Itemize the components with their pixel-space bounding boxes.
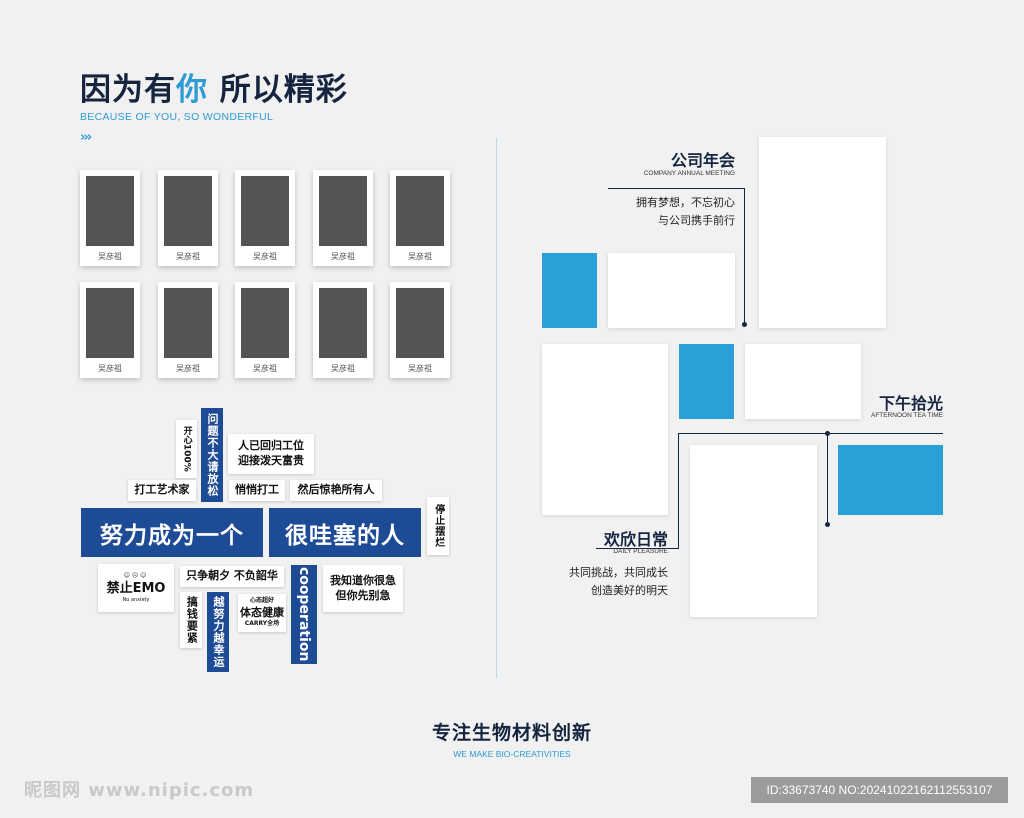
connector-line xyxy=(596,548,679,549)
connector-line xyxy=(744,188,745,324)
slogan-nuli: 努力成为一个 xyxy=(81,508,263,557)
photo-frame[interactable]: 吴彦祖 xyxy=(80,282,140,378)
photo-caption: 吴彦祖 xyxy=(408,364,432,373)
section-subtitle-daily: DAILY PLEASURE xyxy=(613,548,668,555)
photo-frame[interactable]: 吴彦祖 xyxy=(313,282,373,378)
photo-frame[interactable]: 吴彦祖 xyxy=(158,282,218,378)
photo-box-annual[interactable] xyxy=(759,137,886,328)
photo-placeholder xyxy=(86,176,134,246)
slogan-wenti: 问题不大请放松 xyxy=(201,408,223,502)
photo-placeholder xyxy=(396,288,444,358)
section-text-annual: 拥有梦想，不忘初心与公司携手前行 xyxy=(636,196,735,228)
blue-block xyxy=(542,253,597,328)
photo-frame[interactable]: 吴彦祖 xyxy=(313,170,373,266)
section-title-daily: 欢欣日常 xyxy=(603,530,668,549)
connector-line xyxy=(827,433,828,525)
section-text-daily: 共同挑战，共同成长创造美好的明天 xyxy=(569,566,668,598)
photo-caption: 吴彦祖 xyxy=(253,364,277,373)
photo-caption: 吴彦祖 xyxy=(98,364,122,373)
photo-box[interactable] xyxy=(608,253,735,328)
slogan-zhuanqian: 搞钱要紧 xyxy=(180,592,202,648)
photo-frame[interactable]: 吴彦祖 xyxy=(235,170,295,266)
photo-placeholder xyxy=(86,288,134,358)
connector-line xyxy=(608,188,744,189)
photo-box-tea[interactable] xyxy=(745,344,861,419)
emoji-row-icon: ☺☹☺ xyxy=(123,571,149,579)
photo-box-daily[interactable] xyxy=(690,445,817,617)
title-highlight: 你 xyxy=(176,72,208,108)
section-title-tea: 下午拾光 xyxy=(878,394,943,413)
slogan-cooperation: cooperation xyxy=(291,565,317,664)
slogan-kaixin: 开心100% xyxy=(176,420,197,478)
slogan-dagong: 打工艺术家 xyxy=(128,480,196,501)
footer-subtitle: WE MAKE BIO-CREATIVITIES xyxy=(453,749,571,759)
photo-placeholder xyxy=(319,288,367,358)
slogan-tingzhi: 停止摆烂 xyxy=(427,497,449,555)
center-divider xyxy=(496,138,497,678)
photo-placeholder xyxy=(164,176,212,246)
photo-caption: 吴彦祖 xyxy=(253,252,277,261)
slogan-qiaoqiao: 悄悄打工 xyxy=(229,480,285,501)
photo-placeholder xyxy=(241,288,289,358)
photo-placeholder xyxy=(396,176,444,246)
photo-frame[interactable]: 吴彦祖 xyxy=(158,170,218,266)
page-title: 因为有你 所以精彩 xyxy=(80,72,348,108)
photo-caption: 吴彦祖 xyxy=(98,252,122,261)
slogan-jin-emo: ☺☹☺ 禁止EMO No anxiety xyxy=(98,564,174,612)
photo-frame[interactable]: 吴彦祖 xyxy=(80,170,140,266)
photo-frame[interactable]: 吴彦祖 xyxy=(390,282,450,378)
connector-dot xyxy=(825,522,830,527)
photo-frame[interactable]: 吴彦祖 xyxy=(390,170,450,266)
watermark-id: ID:33673740 NO:20241022162112553107 xyxy=(751,777,1008,803)
chevrons-icon: ››› xyxy=(80,130,92,145)
connector-dot xyxy=(825,431,830,436)
slogan-yuenuli: 越努力越幸运 xyxy=(207,592,229,672)
photo-box[interactable] xyxy=(542,344,668,515)
slogan-henwa: 很哇塞的人 xyxy=(269,508,421,557)
page-subtitle: BECAUSE OF YOU, SO WONDERFUL xyxy=(80,111,274,123)
photo-caption: 吴彦祖 xyxy=(176,252,200,261)
slogan-woxiaodao: 我知道你很急但你先别急 xyxy=(323,565,403,612)
slogan-zhizheng: 只争朝夕 不负韶华 xyxy=(180,566,284,587)
photo-frame[interactable]: 吴彦祖 xyxy=(235,282,295,378)
slogan-xintai: 心态超好 体态健康 CARRY全场 xyxy=(238,594,286,632)
slogan-ranhou: 然后惊艳所有人 xyxy=(290,480,382,501)
footer-title: 专注生物材料创新 xyxy=(431,722,592,744)
photo-caption: 吴彦祖 xyxy=(331,364,355,373)
photo-placeholder xyxy=(319,176,367,246)
section-title-annual: 公司年会 xyxy=(670,151,735,170)
section-subtitle-tea: AFTERNOON TEA TIME xyxy=(871,412,943,419)
blue-block xyxy=(679,344,734,419)
blue-block xyxy=(838,445,943,515)
photo-caption: 吴彦祖 xyxy=(176,364,200,373)
photo-placeholder xyxy=(164,288,212,358)
section-subtitle-annual: COMPANY ANNUAL MEETING xyxy=(643,170,735,177)
photo-caption: 吴彦祖 xyxy=(331,252,355,261)
photo-caption: 吴彦祖 xyxy=(408,252,432,261)
connector-line xyxy=(678,433,943,434)
photo-placeholder xyxy=(241,176,289,246)
connector-line xyxy=(678,433,679,549)
connector-dot xyxy=(742,322,747,327)
slogan-renyi: 人已回归工位迎接泼天富贵 xyxy=(228,434,314,474)
watermark-site: 昵图网 www.nipic.com xyxy=(24,780,255,801)
